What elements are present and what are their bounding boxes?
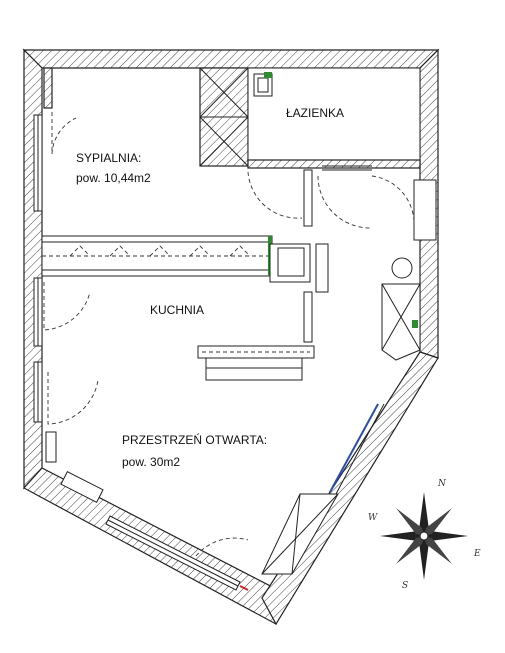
right-diagonal-wall (261, 351, 439, 626)
bedroom-area: pow. 10,44m2 (76, 171, 151, 185)
kitchen-name: KUCHNIA (150, 303, 204, 317)
compass-east: E (473, 549, 481, 559)
open-space-name: PRZESTRZEŃ OTWARTA: (122, 432, 267, 447)
compass-rose: N E S W (368, 479, 481, 591)
compass-west: W (368, 513, 378, 523)
open-space-area: pow. 30m2 (122, 455, 180, 469)
kitchen-counter (197, 345, 315, 381)
bathroom (247, 67, 421, 171)
door-swings (43, 112, 415, 557)
compass-north: N (437, 479, 447, 489)
bathroom-name: ŁAZIENKA (286, 106, 344, 120)
lower-right-builtin (261, 493, 339, 575)
top-wall (22, 49, 440, 69)
left-windows (33, 114, 43, 423)
bottom-window (105, 515, 249, 591)
right-wardrobe (381, 283, 421, 361)
right-glazing (329, 403, 385, 495)
boiler (391, 257, 413, 279)
hall-walls (269, 169, 437, 343)
wardrobe-row (41, 235, 273, 277)
bedroom-name: SYPIALNIA: (76, 151, 141, 165)
bedroom-walls (43, 67, 249, 167)
compass-south: S (402, 581, 408, 591)
